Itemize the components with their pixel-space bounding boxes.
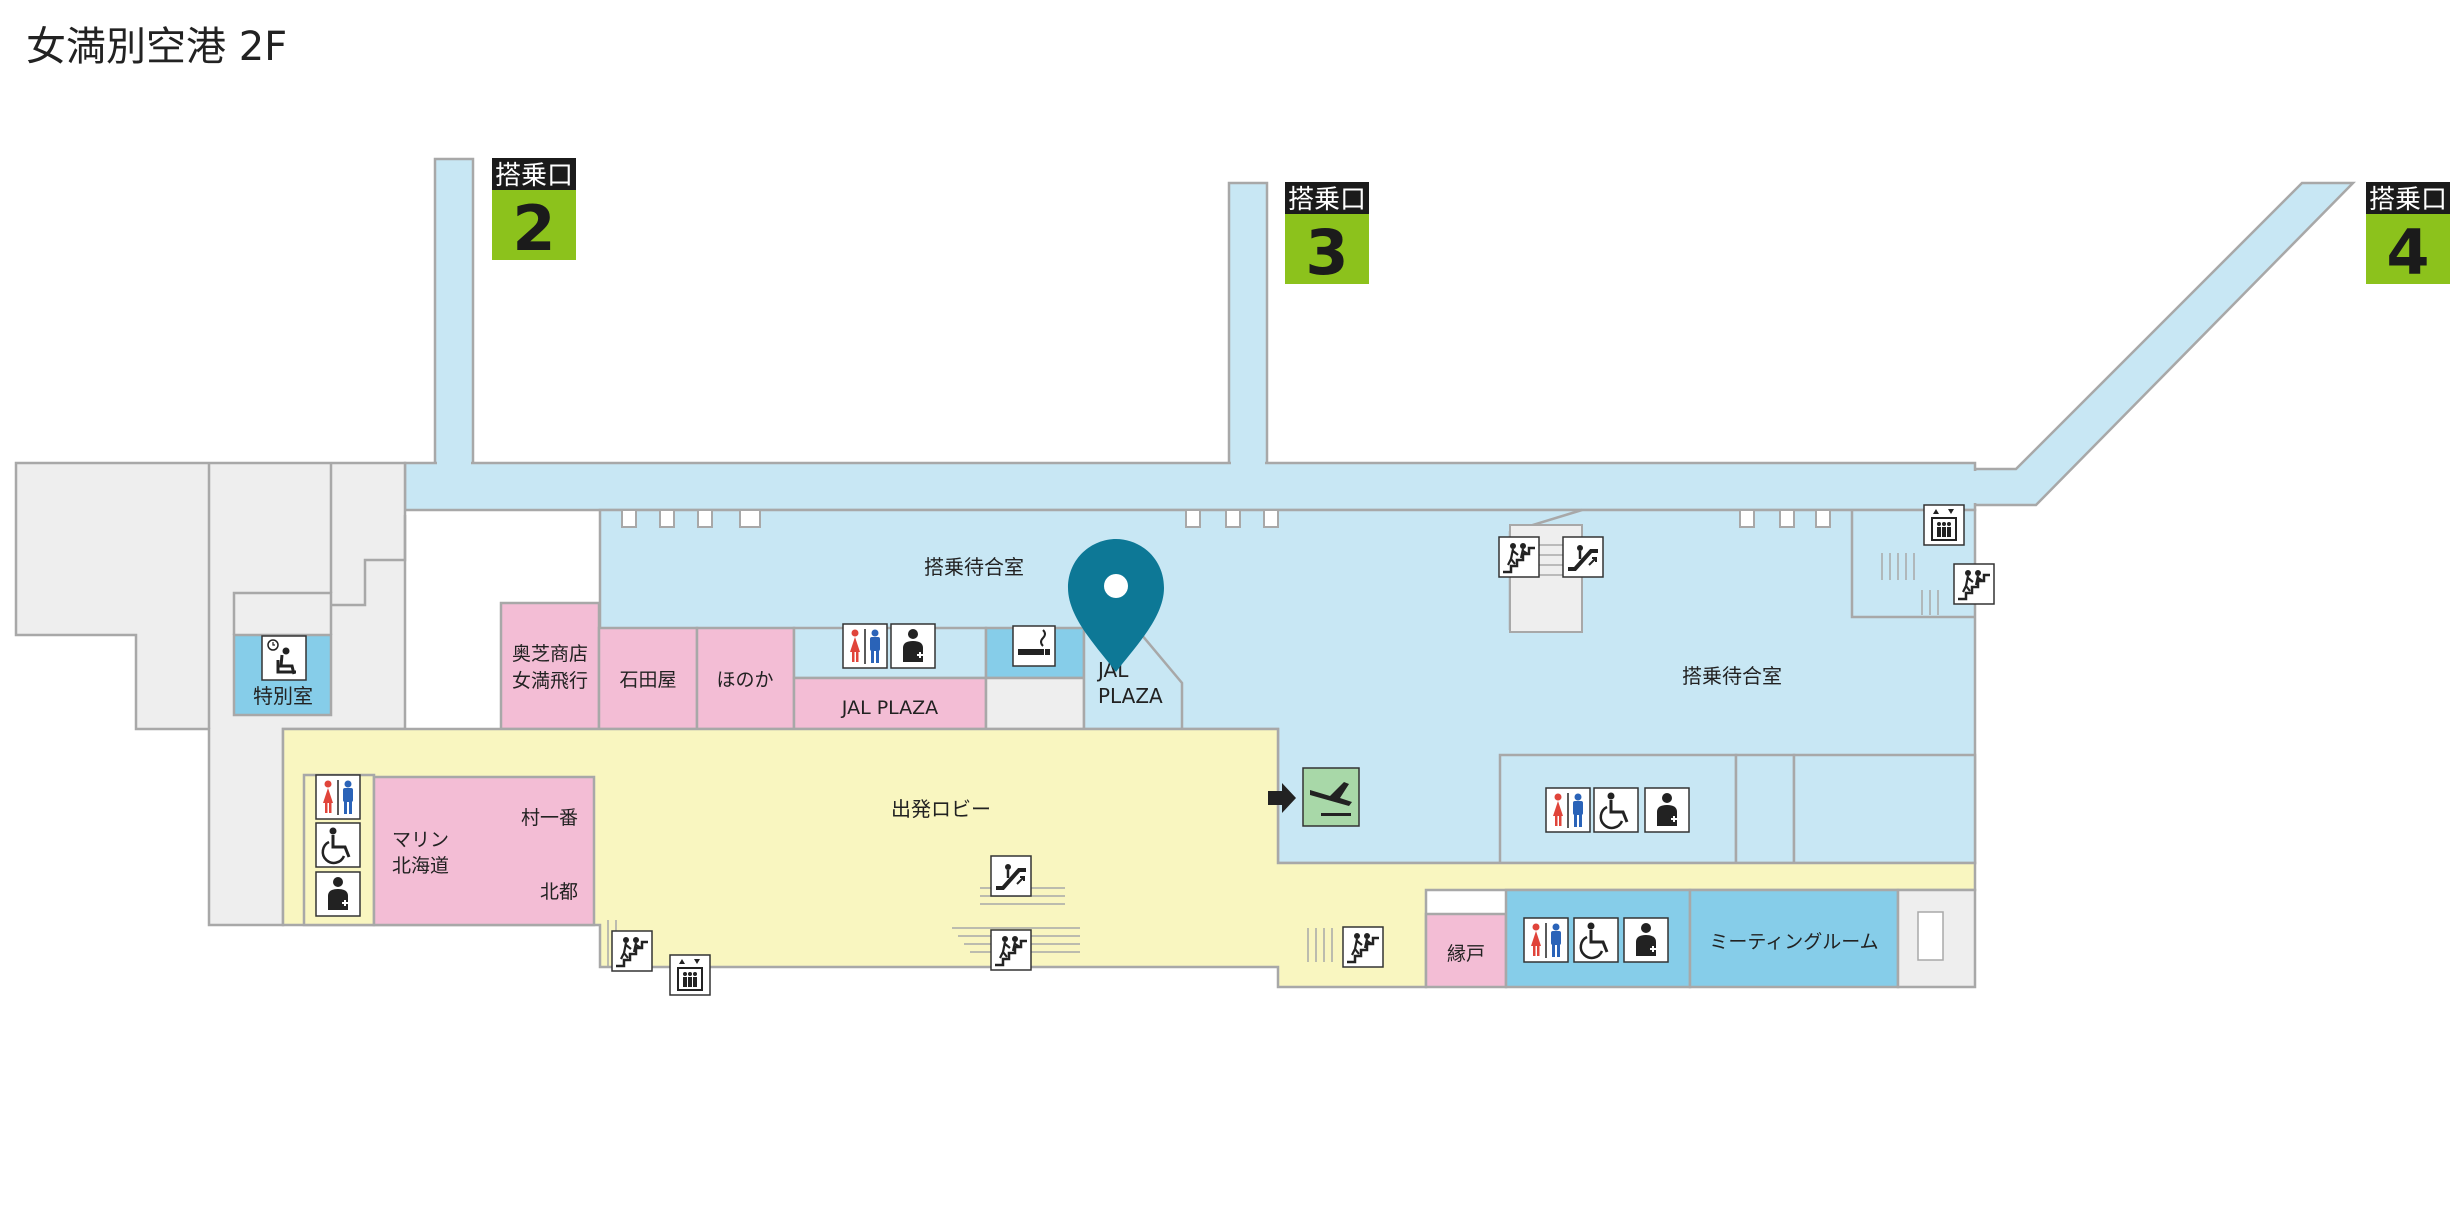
gate-4-header: 搭乗口 bbox=[2369, 185, 2447, 215]
jal-plaza-shop[interactable] bbox=[792, 676, 988, 731]
escalator-icon bbox=[989, 854, 1033, 898]
elevator-icon bbox=[1923, 504, 1965, 546]
restroom-room bbox=[792, 626, 988, 680]
restroom-icon bbox=[315, 774, 361, 820]
gate-4-badge[interactable]: 搭乗口 4 bbox=[2366, 182, 2450, 289]
shop-marine-label-2: 北海道 bbox=[392, 855, 449, 877]
multipurpose-room-icon bbox=[1623, 917, 1669, 963]
direction-arrow-icon bbox=[1268, 783, 1296, 813]
storage-room bbox=[984, 676, 1086, 731]
gate-2-badge[interactable]: 搭乗口 2 bbox=[492, 158, 576, 265]
shop-okushiba[interactable] bbox=[499, 601, 601, 731]
escalator-icon bbox=[1561, 535, 1605, 579]
restroom-icon bbox=[842, 623, 888, 669]
shop-murakamiichiban-label: 村一番 bbox=[521, 807, 578, 829]
gate-4-number: 4 bbox=[2386, 216, 2429, 289]
shop-okushiba-label-1: 奥芝商店 bbox=[512, 643, 588, 665]
waiting-room-label-2: 搭乗待合室 bbox=[1682, 664, 1782, 688]
jal-plaza-label-2: PLAZA bbox=[1098, 684, 1163, 708]
landside-offices bbox=[14, 461, 407, 927]
meeting-room-label: ミーティングルーム bbox=[1709, 931, 1878, 953]
accessible-restroom-icon bbox=[314, 821, 362, 869]
location-pin-icon[interactable] bbox=[1068, 539, 1164, 672]
departure-gate-icon[interactable] bbox=[1302, 767, 1360, 827]
multipurpose-room-icon bbox=[315, 871, 361, 917]
shop-honoka-label: ほのか bbox=[716, 669, 773, 691]
accessible-restroom-icon bbox=[1592, 786, 1640, 834]
gate-3-header: 搭乗口 bbox=[1288, 185, 1366, 215]
stairs-icon bbox=[1341, 925, 1385, 969]
smoking-room-icon bbox=[1012, 625, 1056, 667]
stairs-icon bbox=[610, 929, 654, 973]
restroom-icon bbox=[1523, 917, 1569, 963]
special-room-label: 特別室 bbox=[253, 684, 313, 708]
gate-3-badge[interactable]: 搭乗口 3 bbox=[1285, 182, 1369, 289]
jal-plaza-shop-label: JAL PLAZA bbox=[841, 697, 938, 719]
gate-2-number: 2 bbox=[512, 192, 555, 265]
shop-marine-label-1: マリン bbox=[392, 829, 449, 851]
page-title: 女満別空港 2F bbox=[26, 24, 288, 70]
stairs-icon bbox=[1497, 535, 1541, 579]
elevator-icon bbox=[669, 954, 711, 996]
shop-ishidaya-label: 石田屋 bbox=[619, 669, 676, 691]
shop-honoka[interactable] bbox=[695, 626, 796, 731]
vip-lounge-icon bbox=[260, 634, 308, 682]
shop-okushiba-label-2: 女満飛行 bbox=[512, 670, 588, 692]
restroom-icon bbox=[1545, 787, 1591, 833]
departure-lobby-label: 出発ロビー bbox=[891, 797, 991, 821]
multipurpose-room-icon bbox=[890, 623, 936, 669]
shop-hokuto-label: 北都 bbox=[540, 881, 578, 903]
shop-marine[interactable] bbox=[372, 775, 596, 927]
stairs-icon bbox=[989, 928, 1033, 972]
shop-engawa-label: 縁戸 bbox=[1447, 943, 1485, 965]
multipurpose-room-icon bbox=[1644, 787, 1690, 833]
airside-corridors bbox=[403, 157, 2356, 512]
gate-3-number: 3 bbox=[1305, 216, 1348, 289]
accessible-restroom-icon bbox=[1572, 916, 1620, 964]
waiting-room-label-1: 搭乗待合室 bbox=[924, 555, 1024, 579]
stairs-icon bbox=[1952, 562, 1996, 606]
gate-2-header: 搭乗口 bbox=[495, 161, 573, 191]
